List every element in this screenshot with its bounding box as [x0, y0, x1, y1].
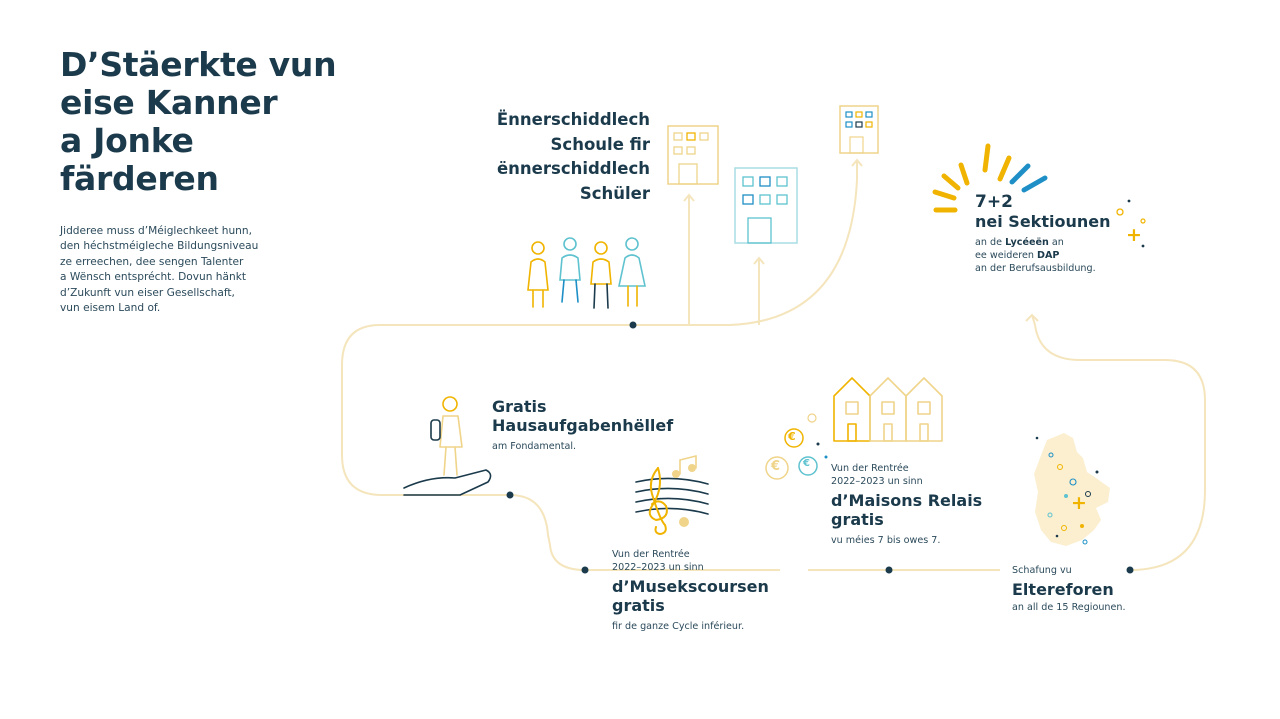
music-subtitle: fir de ganze Cycle inférieur.: [612, 621, 745, 632]
intro-line: d’Zukunft vun eiser Gesellschaft,: [60, 286, 235, 299]
sun-rays-icon: [932, 143, 1048, 213]
maisons-block: Vun der Rentrée 2022–2023 un sinn d’Mais…: [831, 462, 1031, 547]
euro-symbol-icon: €: [771, 459, 781, 474]
path-dot: [629, 321, 637, 329]
school-building-icon: [667, 125, 719, 185]
music-block: Vun der Rentrée 2022–2023 un sinn d’Muse…: [612, 548, 812, 633]
parents-title: Eltereforen: [1012, 580, 1114, 599]
path-dot: [506, 491, 514, 499]
journey-path-3: [1031, 314, 1206, 571]
journey-path: [341, 324, 780, 571]
music-intro: Vun der Rentrée 2022–2023 un sinn: [612, 549, 704, 573]
maisons-title: d’Maisons Relais gratis: [831, 491, 983, 529]
intro-line: Jidderee muss d’Méiglechkeet hunn,: [60, 225, 252, 237]
intro-paragraph: Jidderee muss d’Méiglechkeet hunn, den h…: [60, 224, 310, 316]
luxembourg-map-icon: [1034, 433, 1110, 546]
schools-heading-line: Ënnerschiddlech: [496, 110, 650, 129]
euro-coins-icon: [765, 413, 828, 480]
sections-line-3: an der Berufsausbildung.: [975, 263, 1096, 274]
intro-line: den héchstméigleche Bildungsniveau: [60, 240, 259, 253]
houses-icon: [833, 377, 943, 442]
schools-heading-line: ënnerschiddlech: [496, 159, 650, 178]
parents-subtitle: an all de 15 Regiounen.: [1012, 602, 1126, 613]
path-dot: [885, 566, 893, 574]
journey-path-4: [633, 160, 858, 326]
music-notes-icon: [635, 455, 709, 536]
music-title: d’Musekscoursen gratis: [612, 577, 769, 615]
title-line: färderen: [60, 159, 219, 198]
school-building-icon: [734, 167, 798, 244]
plus-icon: +: [1126, 224, 1142, 246]
homework-block: Gratis Hausaufgabenhëllef am Fondamental…: [492, 397, 712, 453]
page-title: D’Stäerkte vun eise Kanner a Jonke färde…: [60, 46, 390, 198]
students-icon: [527, 237, 646, 309]
sections-line-2: ee weideren DAP: [975, 250, 1060, 261]
plus-icon: +: [1071, 492, 1087, 514]
title-line: eise Kanner: [60, 83, 278, 122]
sparkle-icon: [1116, 199, 1146, 248]
path-dot: [581, 566, 589, 574]
title-line: a Jonke: [60, 121, 194, 160]
path-dot: [1126, 566, 1134, 574]
intro-line: ze erreechen, dee sengen Talenter: [60, 255, 244, 268]
intro-line: vun eisem Land of.: [60, 302, 161, 315]
school-building-icon: [839, 105, 879, 154]
schools-heading: Ënnerschiddlech Schoule fir ënnerschiddl…: [470, 108, 650, 206]
homework-title: Gratis Hausaufgabenhëllef: [492, 397, 674, 435]
sections-line-1: an de Lycéeën an: [975, 237, 1064, 248]
maisons-subtitle: vu méies 7 bis owes 7.: [831, 535, 941, 546]
sections-number: 7+2: [975, 192, 1013, 212]
schools-heading-line: Schoule fir: [550, 134, 650, 154]
maisons-intro: Vun der Rentrée 2022–2023 un sinn: [831, 463, 923, 487]
hand-with-child-icon: [403, 396, 492, 496]
title-line: D’Stäerkte vun: [60, 45, 337, 84]
schools-heading-line: Schüler: [579, 183, 650, 203]
homework-subtitle: am Fondamental.: [492, 441, 577, 452]
parents-intro: Schafung vu: [1012, 565, 1072, 576]
parents-block: Schafung vu Eltereforen an all de 15 Reg…: [1012, 564, 1212, 614]
euro-symbol-icon: €: [803, 458, 810, 469]
intro-line: a Wënsch entsprécht. Dovun hänkt: [60, 271, 246, 284]
sections-block: 7+2 nei Sektiounen an de Lycéeën an ee w…: [975, 192, 1195, 275]
sections-title: nei Sektiounen: [975, 212, 1111, 231]
euro-symbol-icon: €: [788, 430, 796, 443]
